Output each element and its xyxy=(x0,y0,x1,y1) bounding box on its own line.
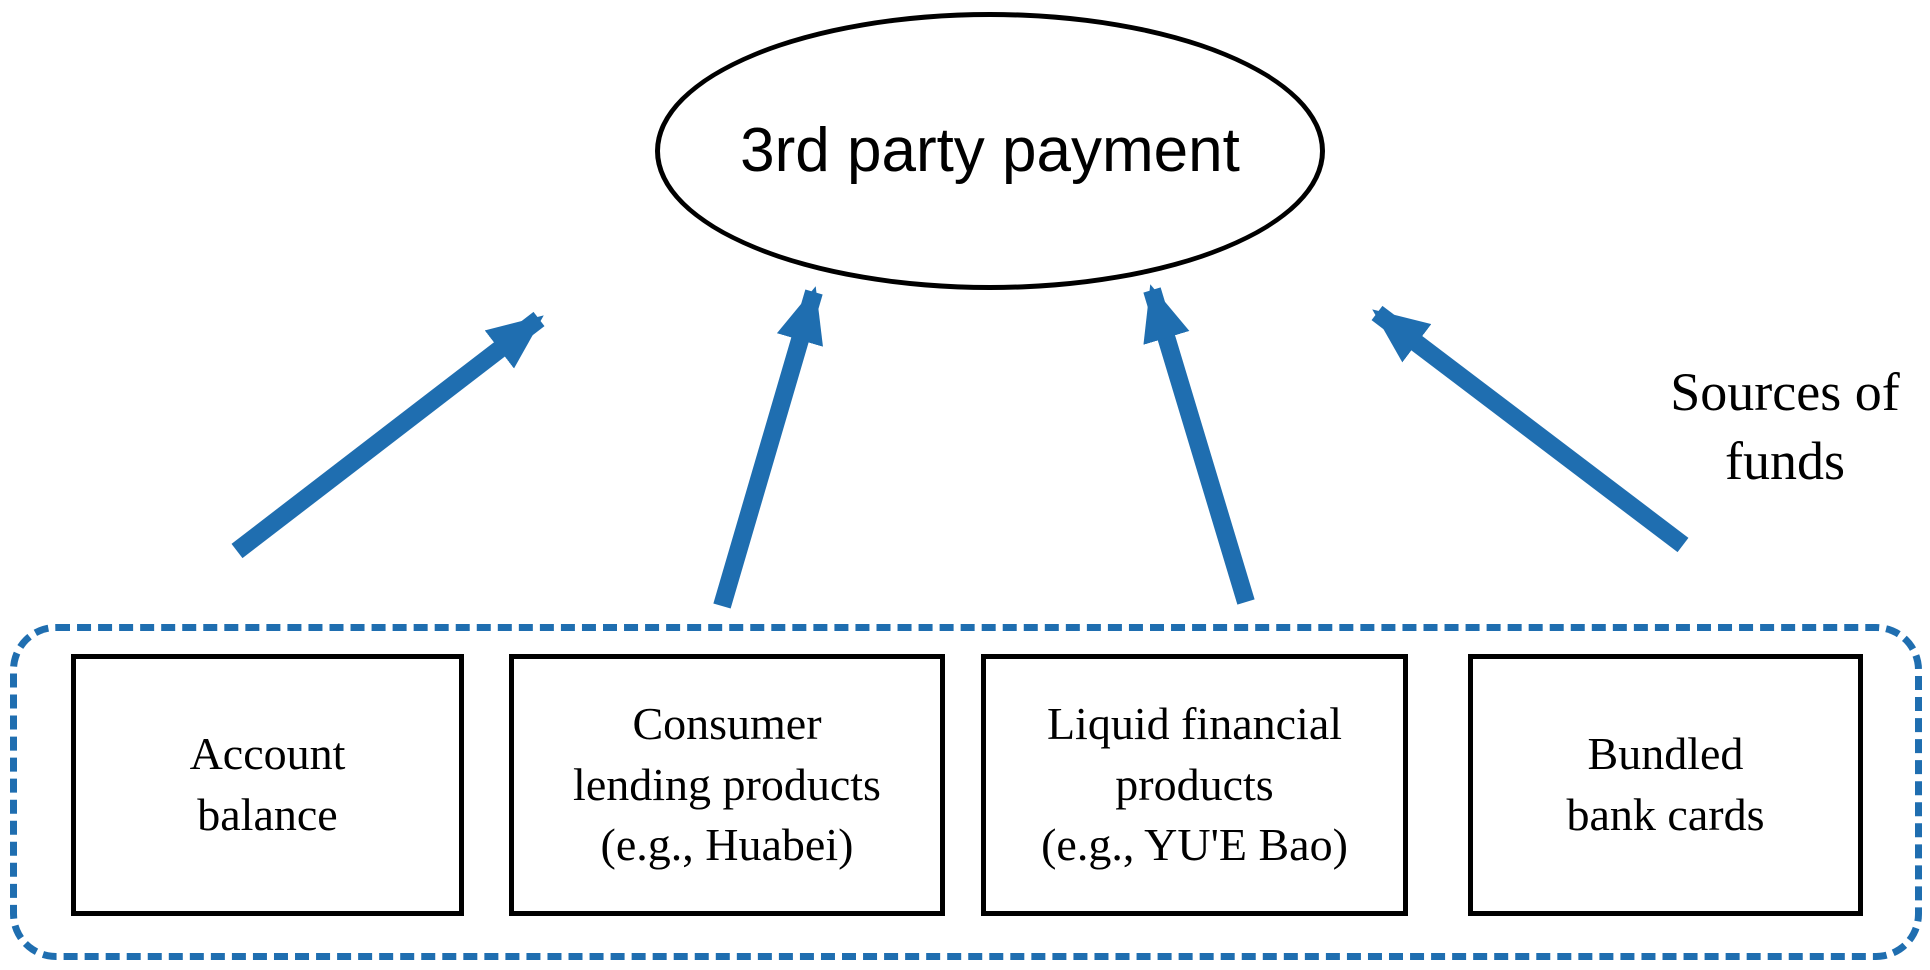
source-box-consumer-lending: Consumer lending products (e.g., Huabei) xyxy=(509,654,945,916)
source-box-account-balance: Account balance xyxy=(71,654,464,916)
sources-group-container xyxy=(10,624,1922,960)
bundled-bank-cards-label: Bundled bank cards xyxy=(1566,728,1765,840)
account-balance-label: Account balance xyxy=(189,728,346,840)
arrow-liquid-financial xyxy=(1143,284,1255,605)
arrow-account-balance xyxy=(231,311,545,559)
consumer-lending-label: Consumer lending products (e.g., Huabei) xyxy=(573,697,881,871)
third-party-payment-node: 3rd party payment xyxy=(655,12,1325,290)
arrow-consumer-lending xyxy=(713,286,823,609)
source-box-bundled-bank-cards: Bundled bank cards xyxy=(1468,654,1863,916)
third-party-payment-label: 3rd party payment xyxy=(740,115,1240,185)
sources-of-funds-label: Sources of funds xyxy=(1670,362,1900,492)
source-box-liquid-financial: Liquid financial products (e.g., YU'E Ba… xyxy=(981,654,1408,916)
liquid-financial-label: Liquid financial products (e.g., YU'E Ba… xyxy=(1041,697,1348,871)
